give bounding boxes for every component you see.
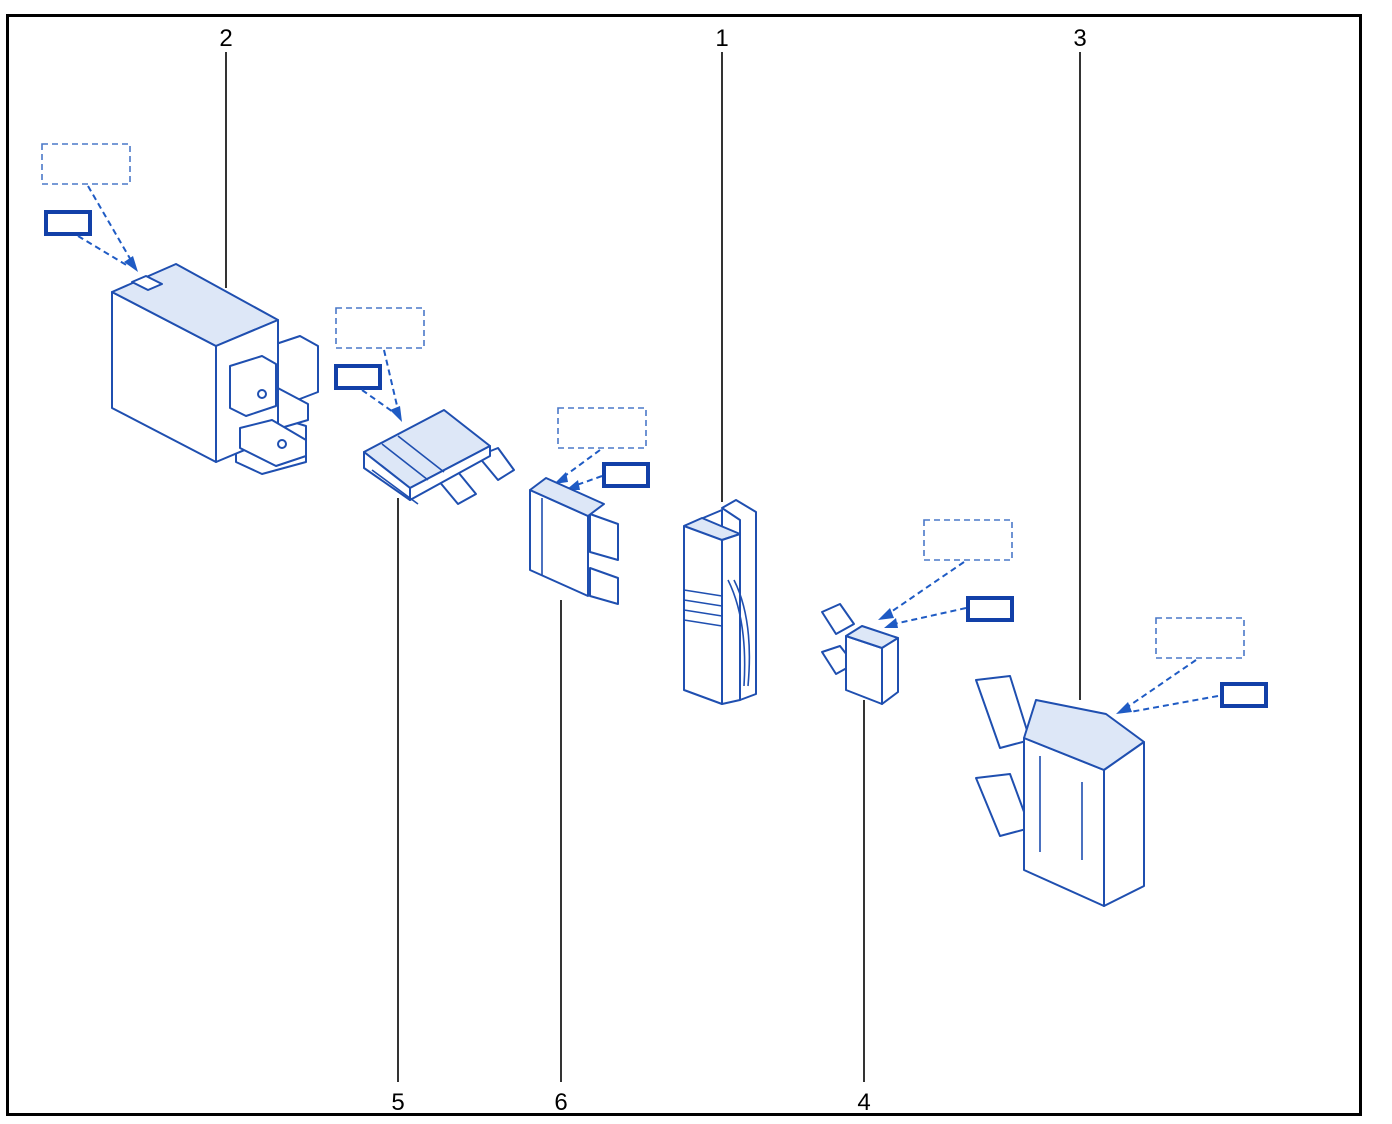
callout-5: 5 (391, 498, 405, 1116)
label-placeholder-box (335, 307, 425, 349)
fuse-side-face (409, 445, 491, 501)
label-marker-2 (41, 143, 138, 272)
label-tag-icon (44, 210, 92, 236)
puller-slot (727, 579, 751, 687)
relay-part (111, 263, 319, 475)
label-tag-icon (334, 364, 382, 390)
label-placeholder-box (1155, 617, 1245, 659)
label-marker-3 (1116, 617, 1268, 714)
callout-number: 6 (554, 1089, 567, 1116)
label-marker-4 (878, 519, 1014, 628)
arrow-head (1116, 702, 1132, 714)
arrow-head (390, 406, 402, 422)
standard-blade-fuse-part (529, 477, 619, 605)
fuse-blade (589, 513, 619, 561)
label-tag-icon (1220, 682, 1268, 708)
diagram-frame (6, 14, 1362, 1116)
fuse-top-face (529, 477, 605, 517)
callout-number: 3 (1073, 25, 1086, 52)
callout-6: 6 (554, 600, 568, 1116)
fuse-puller-part (683, 499, 757, 705)
fuse-ribs (371, 435, 445, 505)
fuse-top-face (1023, 699, 1145, 771)
fuse-side-face (881, 637, 899, 705)
callout-number: 5 (391, 1089, 404, 1116)
terminal-hole (257, 389, 267, 399)
relay-terminal (239, 419, 307, 467)
fuse-blade (975, 773, 1031, 837)
callout-4: 4 (857, 700, 871, 1116)
arrow-head (878, 608, 894, 620)
arrow-head (884, 618, 898, 628)
callout-2: 2 (219, 25, 233, 288)
maxi-fuse-part (975, 675, 1145, 907)
mini-fuse-part (821, 603, 899, 705)
fuse-blade (589, 567, 619, 605)
label-placeholder-box (557, 407, 647, 449)
dashed-arrow (561, 449, 603, 487)
arrow-head (554, 472, 568, 484)
label-marker-5 (334, 307, 425, 422)
puller-grip (683, 589, 723, 627)
relay-label-spot (131, 275, 163, 291)
fuse-blade (821, 603, 855, 635)
label-placeholder-box (41, 143, 131, 185)
dashed-arrow (1125, 659, 1219, 713)
fuse-ribs (1039, 756, 1083, 860)
callout-number: 4 (857, 1089, 870, 1116)
dashed-arrow (77, 185, 133, 267)
fuse-side-face (1103, 741, 1145, 907)
low-profile-fuse-part (363, 409, 515, 505)
callout-1: 1 (715, 25, 729, 502)
label-tag-icon (602, 462, 650, 488)
label-marker-6 (554, 407, 650, 490)
terminal-hole (277, 439, 287, 449)
callout-number: 1 (715, 25, 728, 52)
puller-arm (721, 499, 757, 701)
dashed-arrow (887, 561, 967, 625)
callout-3: 3 (1073, 25, 1087, 700)
fuse-blade (975, 675, 1031, 749)
callout-number: 2 (219, 25, 232, 52)
puller-front-face (683, 509, 723, 705)
arrow-head (124, 256, 138, 272)
relay-terminal (229, 355, 277, 417)
puller-side-face (721, 533, 741, 705)
label-tag-icon (966, 596, 1014, 622)
label-placeholder-box (923, 519, 1013, 561)
